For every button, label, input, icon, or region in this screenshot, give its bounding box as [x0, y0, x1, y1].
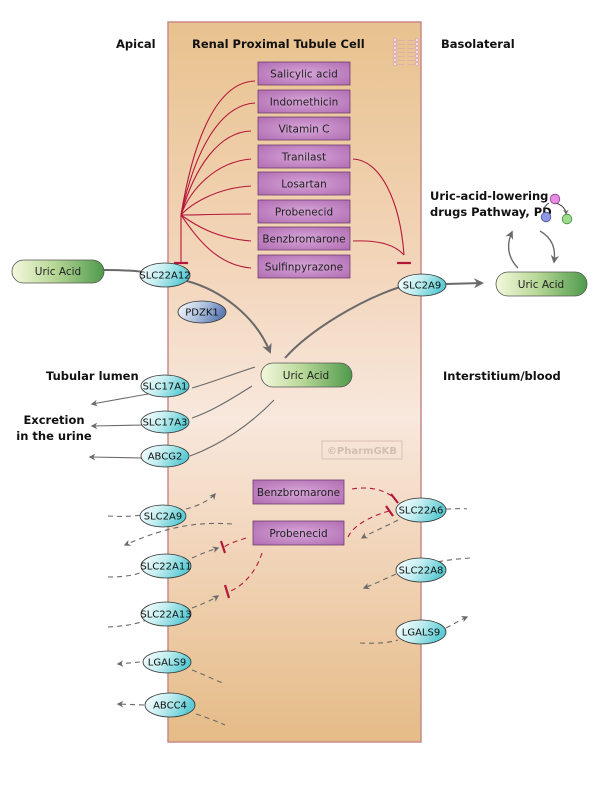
pathway-loop-arrow-up: [505, 230, 519, 269]
drug-label: Losartan: [281, 179, 327, 191]
gene-label: PDZK1: [185, 308, 219, 319]
gene-label: LGALS9: [402, 628, 440, 639]
pathway-link[interactable]: Uric-acid-lowering drugs Pathway, PD: [430, 189, 573, 225]
dashed-inhibition-lines: [223, 487, 395, 593]
drug-box[interactable]: Salicylic acid: [257, 61, 351, 86]
apical-label: Apical: [116, 37, 156, 51]
drug-box[interactable]: Indomethicin: [257, 89, 351, 114]
gene-slc22a6[interactable]: SLC22A6: [395, 497, 447, 523]
gene-slc22a13[interactable]: SLC22A13: [140, 601, 192, 627]
gene-label: ABCG2: [148, 452, 183, 463]
basolateral-label: Basolateral: [441, 37, 515, 51]
uric-acid-blood-label: Uric Acid: [518, 279, 564, 291]
tubular-lumen-label: Tubular lumen: [46, 369, 139, 383]
transport-arrow-slc2a9-to-blood: [445, 278, 484, 289]
pathway-network-icon: [540, 193, 573, 225]
interstitium-label: Interstitium/blood: [443, 369, 561, 383]
efflux-arrow-slc17a3: [90, 422, 146, 430]
gene-label: ABCC4: [153, 701, 187, 712]
drug-box[interactable]: Sulfinpyrazone: [257, 254, 351, 279]
uric-acid-blood[interactable]: Uric Acid: [495, 271, 588, 297]
drug-label: Probenecid: [269, 528, 327, 540]
uric-acid-cell[interactable]: Uric Acid: [260, 362, 353, 388]
gene-label: SLC2A9: [403, 281, 441, 292]
pharmgkb-watermark: ©PharmGKB: [321, 440, 403, 460]
membrane-icon: [392, 37, 419, 66]
drug-box[interactable]: Benzbromarone: [252, 479, 345, 505]
uric-acid-lumen-label: Uric Acid: [35, 266, 81, 278]
efflux-line-slc17a3: [191, 385, 253, 419]
drug-label: Vitamin C: [279, 124, 330, 136]
efflux-arrow-slc17a1: [90, 393, 149, 407]
gene-label: SLC22A8: [399, 566, 444, 577]
drug-label: Tranilast: [281, 152, 326, 164]
pathway-loop-arrow-down: [539, 230, 560, 264]
gene-slc2a9-top[interactable]: SLC2A9: [397, 273, 447, 297]
gene-slc2a9-bottom[interactable]: SLC2A9: [139, 504, 187, 528]
gene-abcc4[interactable]: ABCC4: [144, 692, 196, 718]
drug-box[interactable]: Losartan: [257, 171, 351, 196]
inhibition-bars-bottom: [219, 493, 399, 599]
drug-label: Sulfinpyrazone: [265, 262, 343, 274]
transport-arrow-slc22a12-to-cell: [186, 280, 272, 354]
efflux-line-slc17a1: [191, 366, 256, 389]
transport-arrow-cell-to-slc2a9: [284, 286, 401, 359]
pathway-link-line2: drugs Pathway, PD: [430, 205, 552, 219]
gene-label: SLC17A3: [143, 418, 188, 429]
drug-box[interactable]: Probenecid: [252, 520, 345, 546]
drug-box[interactable]: Benzbromarone: [257, 226, 351, 251]
gene-label: LGALS9: [148, 658, 186, 669]
gene-abcg2[interactable]: ABCG2: [140, 444, 190, 468]
drug-label: Benzbromarone: [257, 487, 340, 499]
uric-acid-cell-label: Uric Acid: [283, 370, 329, 382]
gene-label: SLC22A11: [140, 562, 191, 573]
cell-title: Renal Proximal Tubule Cell: [192, 37, 365, 51]
drug-label: Probenecid: [275, 207, 333, 219]
gene-label: SLC22A12: [139, 271, 190, 282]
drug-box[interactable]: Vitamin C: [257, 116, 351, 141]
drug-label: Salicylic acid: [270, 69, 338, 81]
gene-list: SLC22A12PDZK1SLC2A9SLC17A1SLC17A3ABCG2SL…: [139, 262, 447, 718]
gene-slc17a1[interactable]: SLC17A1: [140, 374, 190, 398]
gene-slc22a11[interactable]: SLC22A11: [140, 553, 192, 579]
drug-box[interactable]: Tranilast: [257, 144, 351, 169]
inhibition-lines-slc2a9: [352, 158, 411, 265]
excretion-label-line2: in the urine: [16, 429, 92, 443]
gene-label: SLC22A6: [399, 506, 444, 517]
drug-label: Benzbromarone: [262, 234, 345, 246]
gene-pdzk1[interactable]: PDZK1: [177, 300, 227, 324]
efflux-line-abcg2: [189, 399, 275, 457]
gene-lgals9-basolateral[interactable]: LGALS9: [395, 619, 447, 645]
svg-text:©PharmGKB: ©PharmGKB: [327, 446, 397, 457]
gene-label: SLC22A13: [140, 610, 191, 621]
gene-slc22a8[interactable]: SLC22A8: [395, 557, 447, 583]
excretion-label-line1: Excretion: [23, 413, 84, 427]
uric-acid-lumen[interactable]: Uric Acid: [11, 259, 105, 284]
gene-label: SLC2A9: [144, 512, 182, 523]
inhibition-lines-slc22a12: [174, 80, 256, 269]
efflux-arrow-abcg2: [88, 453, 143, 461]
gene-label: SLC17A1: [143, 382, 188, 393]
pathway-link-line1: Uric-acid-lowering: [430, 189, 548, 203]
gene-slc22a12[interactable]: SLC22A12: [139, 262, 191, 288]
drug-label: Indomethicin: [270, 97, 339, 109]
drug-box[interactable]: Probenecid: [257, 199, 351, 224]
gene-lgals9-apical[interactable]: LGALS9: [142, 650, 192, 674]
gene-slc17a3[interactable]: SLC17A3: [140, 410, 190, 434]
